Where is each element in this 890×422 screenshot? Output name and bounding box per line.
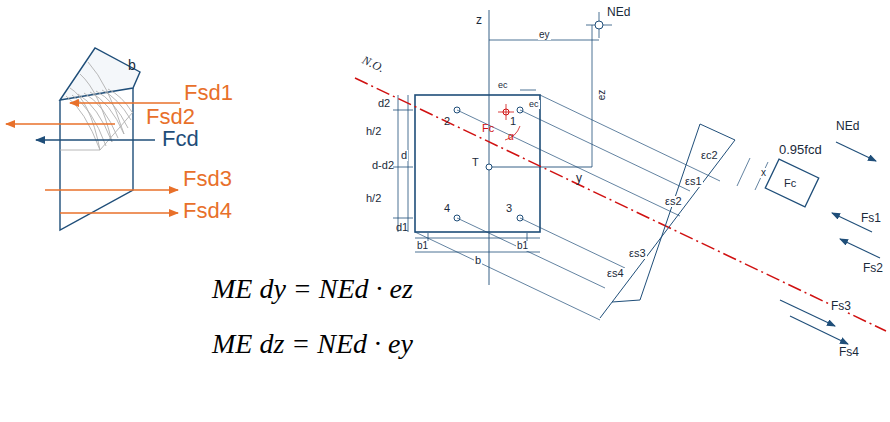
axis-label: z <box>476 14 482 26</box>
force-label: Fsd1 <box>184 82 233 104</box>
moment-equation: ME dz = NEd · ey <box>212 330 413 358</box>
dimension-label: d1 <box>396 222 408 233</box>
force-label: Fc <box>784 178 796 189</box>
strain-label: εs2 <box>664 196 683 207</box>
centroid-label: T <box>472 157 479 168</box>
eccentricity-label: ec <box>498 81 508 90</box>
force-label: Fcd <box>162 128 199 150</box>
bar-number: 3 <box>506 203 512 214</box>
strain-label: εc2 <box>700 150 719 161</box>
dimension-label: b <box>474 255 482 266</box>
dimension-label: h/2 <box>366 126 381 137</box>
force-label: Fs4 <box>838 346 860 358</box>
moment-equation: ME dy = NEd · ez <box>212 275 413 303</box>
force-label: Fs1 <box>860 212 882 224</box>
dimension-label: x <box>760 168 767 178</box>
force-label: Fsd2 <box>146 106 195 128</box>
strain-label: εs4 <box>606 268 625 279</box>
strain-label: εs3 <box>628 248 647 259</box>
bar-number: 4 <box>444 203 450 214</box>
dimension-label: h/2 <box>366 193 381 204</box>
force-label: Fs3 <box>830 300 852 312</box>
dimension-label: b <box>128 58 136 72</box>
force-label: NEd <box>836 120 859 132</box>
bar-number: 2 <box>444 116 450 127</box>
force-label: Fsd4 <box>183 200 232 222</box>
axis-label: y <box>576 172 582 184</box>
strain-label: εs1 <box>684 176 703 187</box>
force-label: Fsd3 <box>183 168 232 190</box>
angle-label: α <box>508 132 514 142</box>
eccentricity-label: ec <box>528 100 540 109</box>
dimension-label: d2 <box>378 98 390 109</box>
bar-number: 1 <box>510 116 516 127</box>
dimension-label: d <box>400 150 408 161</box>
dimension-label: b1 <box>416 241 429 251</box>
force-label: Fc <box>482 123 494 134</box>
eccentricity-label: ez <box>597 89 607 102</box>
dimension-label: d-d2 <box>372 160 394 171</box>
force-label: NEd <box>607 6 630 18</box>
neutral-axis-label: N.O. <box>361 54 387 74</box>
force-label: Fs2 <box>862 262 884 274</box>
eccentricity-label: ey <box>538 30 551 40</box>
dimension-label: b1 <box>516 241 529 251</box>
stress-label: 0.95fcd <box>778 143 823 156</box>
